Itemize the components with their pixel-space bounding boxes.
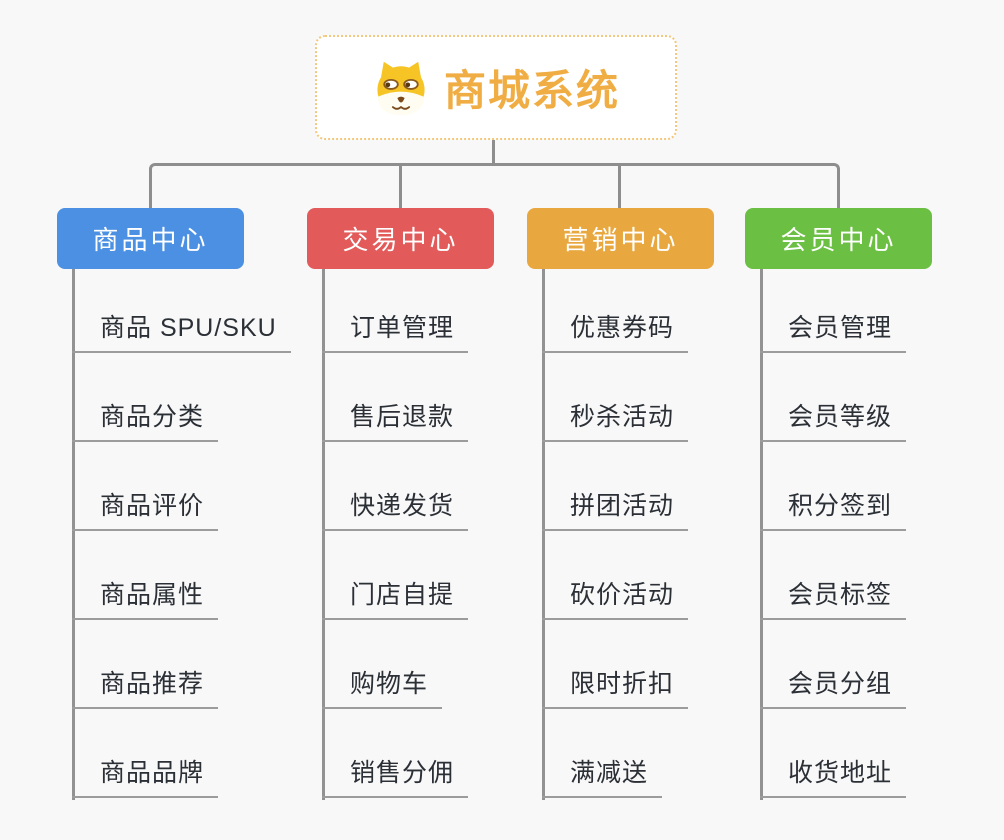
leaf-node[interactable]: 商品属性 [72, 580, 219, 620]
leaf-node[interactable]: 销售分佣 [322, 758, 469, 798]
branch-node-member-center[interactable]: 会员中心 [745, 208, 932, 269]
connector-column-trunk-1 [72, 269, 75, 800]
leaf-node[interactable]: 商品品牌 [72, 758, 219, 798]
leaf-node[interactable]: 拼团活动 [542, 491, 689, 531]
leaf-node[interactable]: 门店自提 [322, 580, 469, 620]
leaf-node[interactable]: 会员标签 [760, 580, 907, 620]
leaf-node[interactable]: 砍价活动 [542, 580, 689, 620]
leaf-node[interactable]: 购物车 [322, 669, 443, 709]
leaf-node[interactable]: 售后退款 [322, 402, 469, 442]
leaf-node[interactable]: 会员分组 [760, 669, 907, 709]
leaf-node[interactable]: 商品推荐 [72, 669, 219, 709]
leaf-node[interactable]: 限时折扣 [542, 669, 689, 709]
branch-node-trade-center[interactable]: 交易中心 [307, 208, 494, 269]
leaf-node[interactable]: 满减送 [542, 758, 663, 798]
leaf-node[interactable]: 收货地址 [760, 758, 907, 798]
leaf-node[interactable]: 商品分类 [72, 402, 219, 442]
leaf-node[interactable]: 积分签到 [760, 491, 907, 531]
leaf-node[interactable]: 秒杀活动 [542, 402, 689, 442]
leaf-node[interactable]: 商品评价 [72, 491, 219, 531]
dog-face-icon [377, 61, 425, 115]
connector-drop-branch-3 [618, 165, 621, 208]
leaf-node[interactable]: 会员管理 [760, 313, 907, 353]
connector-column-trunk-4 [760, 269, 763, 800]
connector-drop-branch-2 [399, 165, 402, 208]
branch-node-marketing-center[interactable]: 营销中心 [527, 208, 714, 269]
connector-bus [149, 163, 840, 208]
connector-column-trunk-2 [322, 269, 325, 800]
leaf-node[interactable]: 优惠券码 [542, 313, 689, 353]
root-node[interactable]: 商城系统 [315, 35, 677, 140]
leaf-node[interactable]: 订单管理 [322, 313, 469, 353]
branch-node-product-center[interactable]: 商品中心 [57, 208, 244, 269]
connector-root-trunk [492, 140, 495, 166]
connector-column-trunk-3 [542, 269, 545, 800]
leaf-node[interactable]: 会员等级 [760, 402, 907, 442]
leaf-node[interactable]: 快递发货 [322, 491, 469, 531]
root-title: 商城系统 [443, 67, 620, 114]
leaf-node[interactable]: 商品 SPU/SKU [72, 313, 291, 353]
